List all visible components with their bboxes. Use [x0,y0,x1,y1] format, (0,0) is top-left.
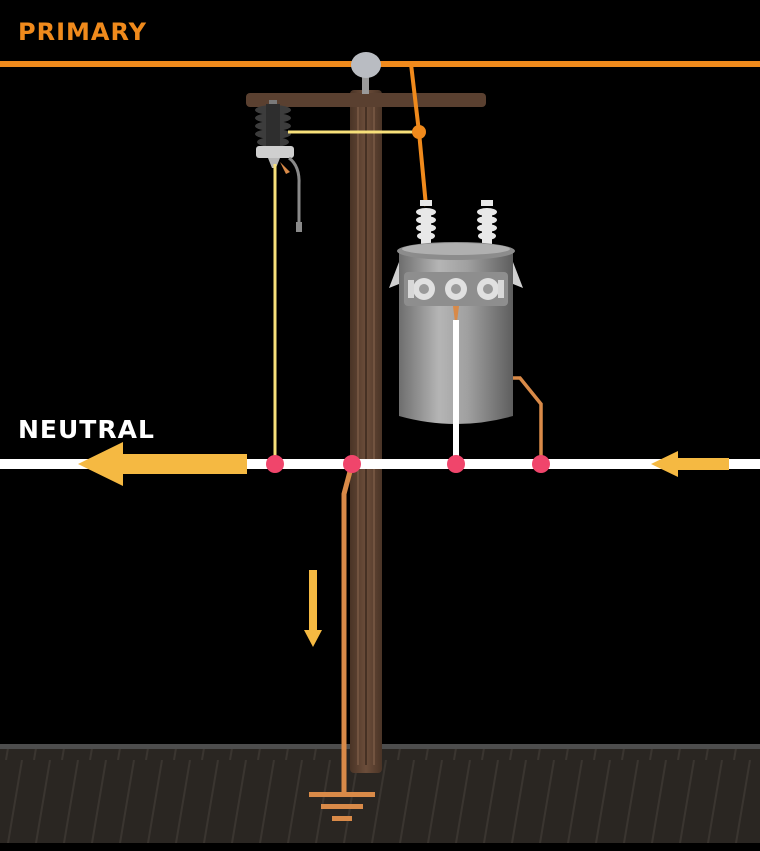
crossarm [246,93,486,107]
junction-transformer-neutral [447,455,465,473]
neutral-label: NEUTRAL [18,415,155,444]
lightning-arrester-icon [255,100,302,232]
utility-pole [246,90,486,773]
junction-tank-bond [532,455,550,473]
neutral-current-arrow-right [651,451,729,477]
primary-label: PRIMARY [18,18,148,46]
junction-arrester [266,455,284,473]
tank-bond-wire [513,376,543,464]
junction-pole-ground [343,455,361,473]
neutral-line [0,459,760,469]
ground-symbol-icon [309,792,375,821]
pin-insulator-icon [351,52,381,94]
neutral-current-arrow-left [78,442,247,486]
primary-tap-junction [412,125,426,139]
pole-ground-wire [341,463,355,792]
ground-current-arrow [304,570,322,647]
